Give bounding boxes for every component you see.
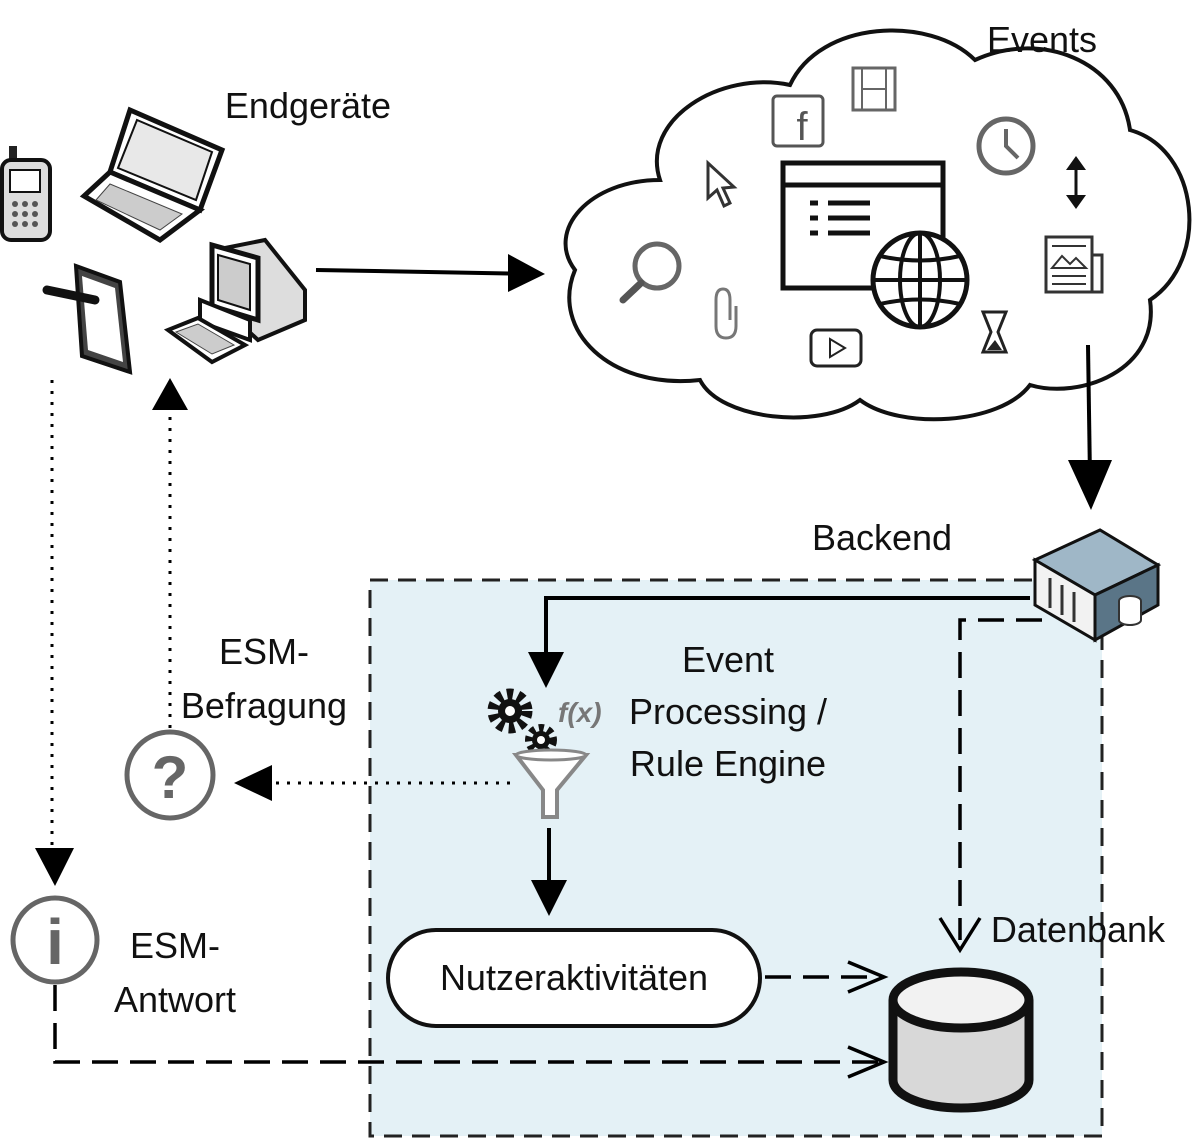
cloud-to-server-arrow [1086,344,1092,479]
function-icon: f(x) [558,697,602,728]
events-label: Events [987,19,1097,60]
database-icon [888,967,1034,1113]
newspaper-icon [1044,235,1104,294]
info-icon: i [10,895,100,985]
paperclip-icon [714,287,738,340]
event-processing-label-1: Event [682,639,774,680]
esm-antwort-label-2: Antwort [114,979,236,1020]
nutzeraktivitaeten-label: Nutzeraktivitäten [440,957,708,998]
tablet-icon [42,263,133,375]
esm-befragung-label-2: Befragung [181,685,347,726]
play-button-icon [809,328,863,368]
nutzeraktivitaeten-box [386,928,762,1028]
server-icon [1031,528,1162,643]
event-processing-label-3: Rule Engine [630,743,826,784]
devices-to-cloud-arrow [315,268,541,276]
esm-antwort-label-1: ESM- [130,925,220,966]
gears-icon [487,688,557,756]
facebook-icon: f [771,94,825,149]
funnel-icon [511,748,591,819]
magnifier-icon [619,241,682,304]
answer-to-database-arrow [53,985,882,1064]
vertical-arrows-icon [1066,156,1086,209]
desktop-computer-icon [163,237,307,365]
hourglass-icon [980,310,1009,354]
backend-label: Backend [812,517,952,558]
info-glyph: i [46,906,64,978]
facebook-glyph: f [796,105,808,149]
mouse-cursor-icon [706,159,738,209]
mobile-phone-icon [0,146,52,242]
event-processing-label-2: Processing / [629,691,827,732]
question-glyph: ? [152,744,189,811]
datenbank-label: Datenbank [991,909,1166,950]
question-icon: ? [124,729,216,821]
server-to-engine-arrow [544,596,1030,660]
esm-befragung-label-1: ESM- [219,631,309,672]
server-to-database-arrow [958,618,1042,940]
clock-icon [976,116,1036,176]
endgeraete-label: Endgeräte [225,85,391,126]
laptop-icon [79,106,226,243]
film-strip-icon [851,66,897,112]
globe-icon [870,230,970,330]
